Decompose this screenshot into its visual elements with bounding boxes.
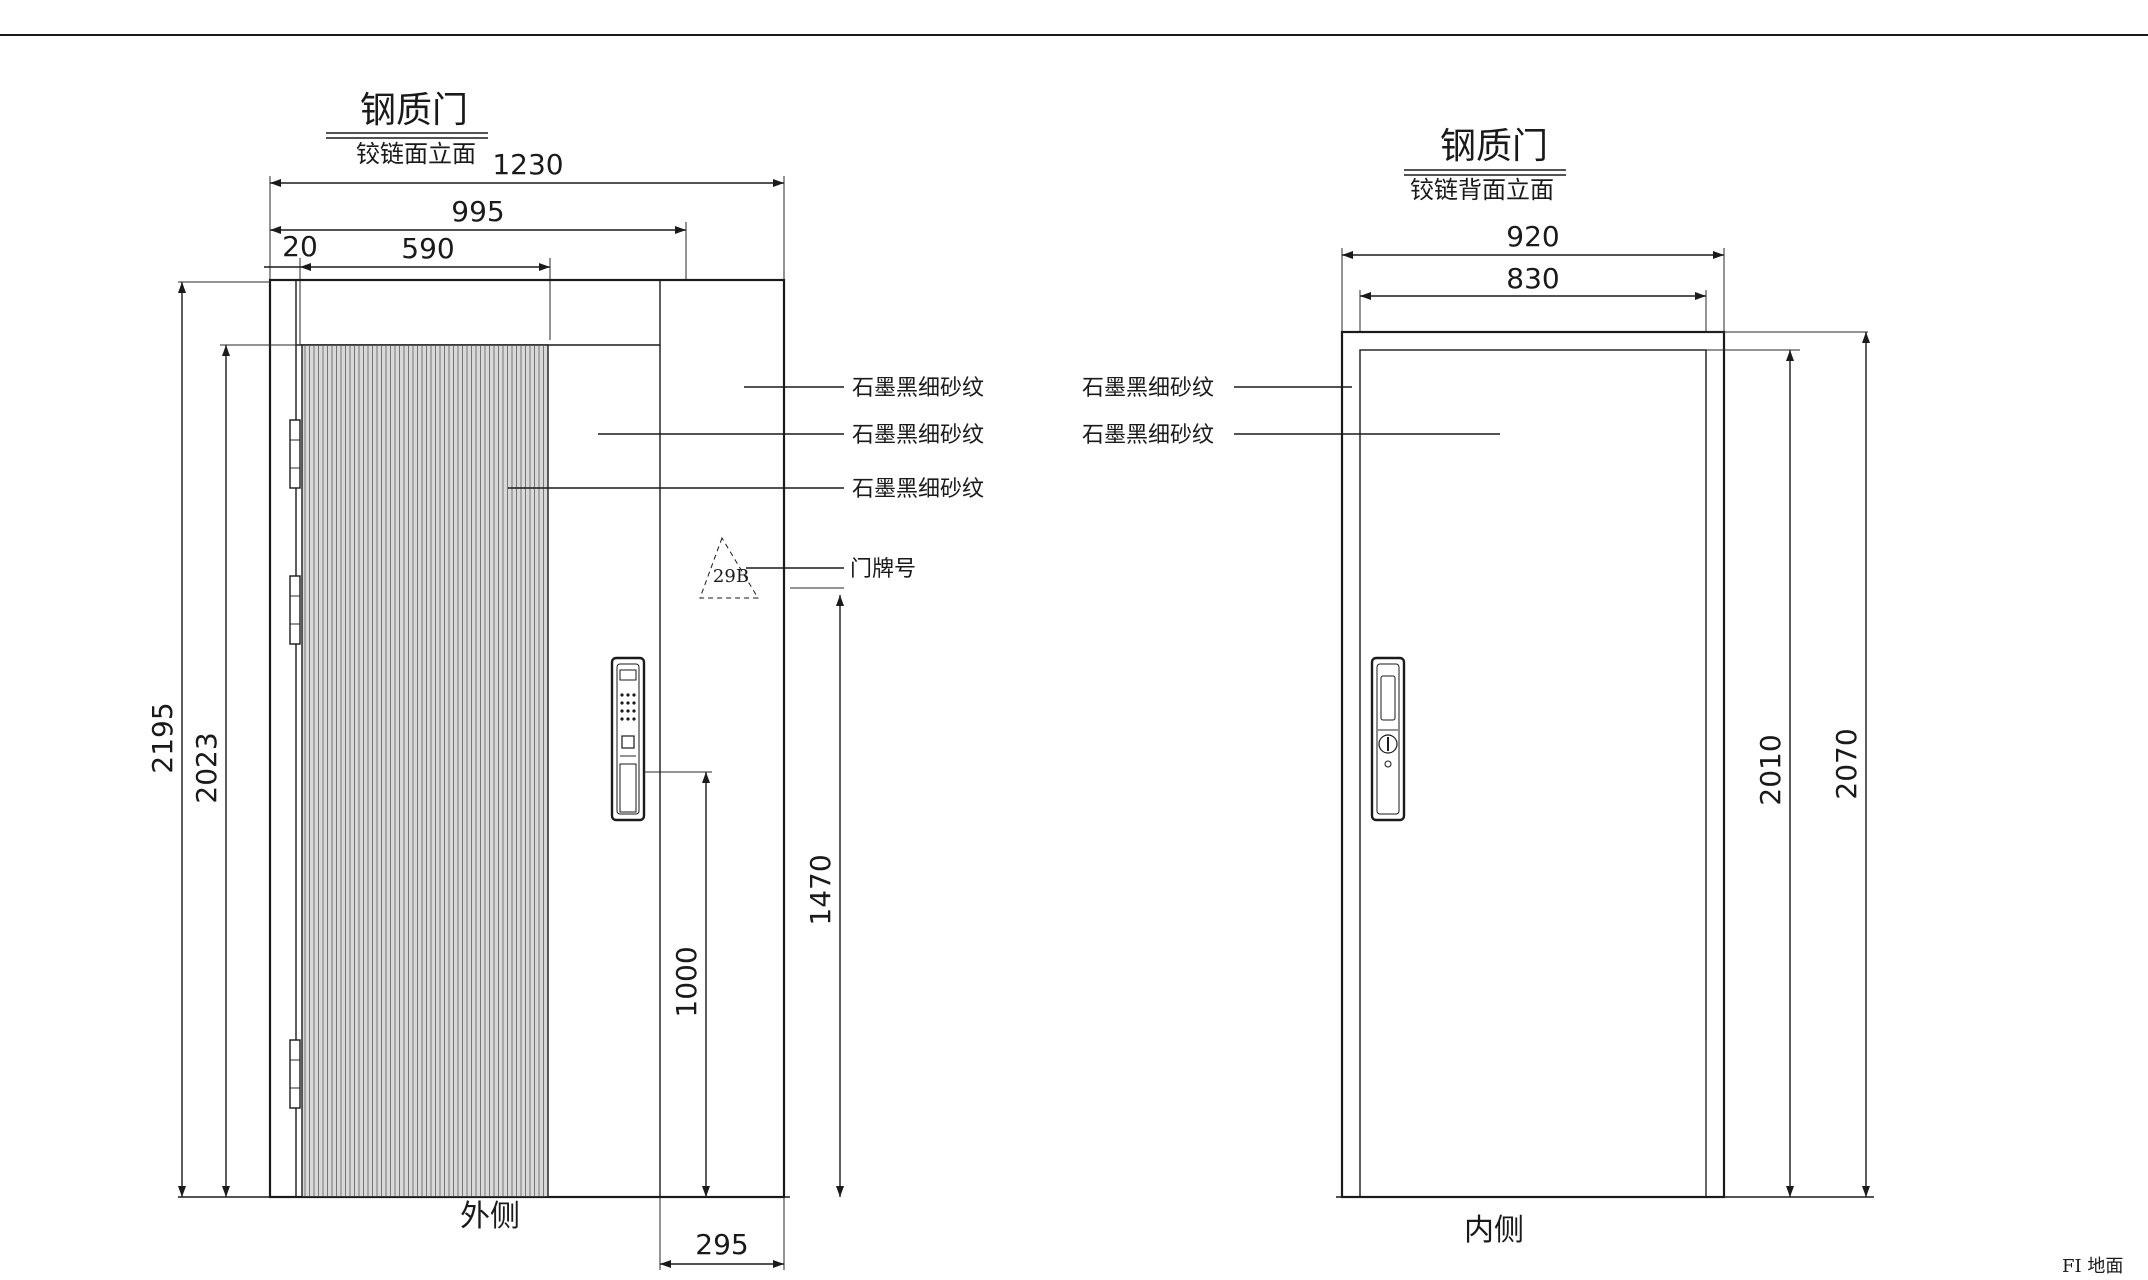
right-callout-finish-1: 石墨黑细砂纹: [1082, 376, 1214, 401]
right-subtitle: 铰链背面立面: [1410, 176, 1554, 204]
hinge-icon: [289, 1039, 301, 1109]
dim-text-handle-height: 1000: [670, 946, 703, 1017]
dim-text-bottom-offset: 295: [695, 1228, 748, 1261]
dim-text-overall-width: 1230: [492, 148, 563, 181]
callout-house-number: 门牌号: [850, 557, 916, 582]
right-elevation: 钢质门 铰链背面立面 920 830: [1082, 126, 1874, 1248]
dim-hinge-gap: 20: [264, 230, 318, 345]
dim-text-inner-height: 2010: [1754, 734, 1787, 805]
dim-outer-width: 920: [1341, 220, 1725, 332]
callout-finish-1: 石墨黑细砂纹: [852, 376, 984, 401]
left-title: 钢质门: [360, 90, 468, 131]
dim-text-outer-width: 920: [1506, 220, 1559, 253]
dim-text-outer-height: 2070: [1830, 728, 1863, 799]
callout-finish-2: 石墨黑细砂纹: [852, 423, 984, 448]
left-side-label: 外侧: [460, 1199, 520, 1234]
inner-lock-icon: [1370, 656, 1406, 822]
dim-handle-height: 1000: [644, 771, 712, 1197]
dim-leaf-height: 2023: [190, 344, 300, 1197]
right-door-leaf: [1359, 349, 1707, 1198]
dim-outer-height: 2070: [1830, 332, 1870, 1197]
dim-text-panel-width: 590: [401, 232, 454, 265]
dim-text-leaf-width: 995: [451, 195, 504, 228]
dim-text-inner-width: 830: [1506, 262, 1559, 295]
plate-number-text: 29B: [713, 566, 749, 587]
right-title: 钢质门: [1440, 126, 1548, 167]
dim-text-hinge-gap: 20: [282, 230, 318, 263]
house-number-plate: 29B: [699, 536, 759, 599]
left-subtitle: 铰链面立面: [356, 140, 476, 168]
right-callout-finish-2: 石墨黑细砂纹: [1082, 423, 1214, 448]
smart-lock-icon: [610, 656, 646, 822]
hinge-icon: [289, 419, 301, 489]
fluted-panel-grooves: [304, 346, 544, 1196]
dim-text-overall-height: 2195: [146, 702, 179, 773]
dim-plate-height: 1470: [790, 587, 844, 1197]
dim-overall-width: 1230: [269, 148, 785, 280]
dim-leaf-width: 995: [270, 195, 687, 280]
footer-note: FI 地面: [2062, 1256, 2123, 1277]
dim-panel-width: 590: [300, 232, 551, 340]
right-side-label: 内侧: [1464, 1213, 1524, 1248]
dim-inner-width: 830: [1359, 262, 1707, 332]
dim-bottom-offset: 295: [659, 1197, 785, 1270]
hinge-icon: [289, 575, 301, 645]
dim-text-plate-height: 1470: [804, 854, 837, 925]
fluted-panel: [301, 344, 549, 1198]
callout-finish-3: 石墨黑细砂纹: [852, 477, 984, 502]
left-elevation: 钢质门 铰链面立面 1230 995 20 590: [146, 90, 984, 1270]
dim-text-leaf-height: 2023: [190, 732, 223, 803]
dim-inner-height: 2010: [1712, 349, 1800, 1197]
